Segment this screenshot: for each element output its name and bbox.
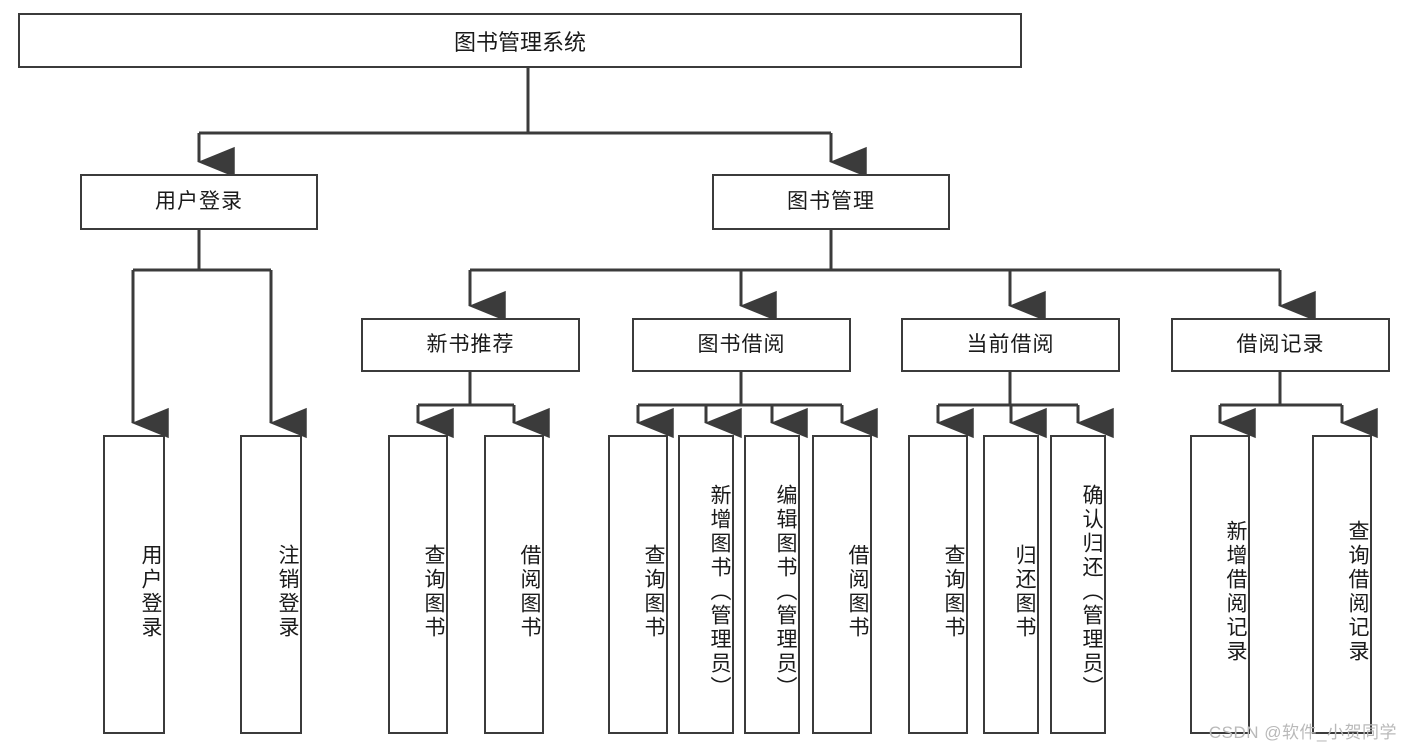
node-borrow-record[interactable]: 借阅记录 [1171,318,1390,372]
node-current-borrow[interactable]: 当前借阅 [901,318,1120,372]
node-leaf-add-book-label: 新增图书（管理员） [708,483,731,700]
watermark: CSDN @软件_小贺同学 [1208,723,1397,742]
node-leaf-borrow-book[interactable]: 借阅图书 [812,435,872,734]
node-leaf-return-book[interactable]: 归还图书 [983,435,1039,734]
node-user-login-label: 用户登录 [155,190,243,214]
node-leaf-query-book[interactable]: 查询图书 [608,435,668,734]
node-book-borrow[interactable]: 图书借阅 [632,318,851,372]
node-leaf-add-book[interactable]: 新增图书（管理员） [678,435,734,734]
node-leaf-borrow-book-rec-label: 借阅图书 [518,543,541,640]
node-leaf-add-record[interactable]: 新增借阅记录 [1190,435,1250,734]
node-leaf-user-login[interactable]: 用户登录 [103,435,165,734]
node-leaf-confirm-return-label: 确认归还（管理员） [1080,483,1103,700]
node-leaf-query-record[interactable]: 查询借阅记录 [1312,435,1372,734]
node-leaf-query-book-rec-label: 查询图书 [422,543,445,640]
node-new-book-rec[interactable]: 新书推荐 [361,318,580,372]
node-leaf-logout-label: 注销登录 [276,543,299,640]
node-leaf-edit-book-label: 编辑图书（管理员） [774,483,797,700]
node-leaf-query-book-rec[interactable]: 查询图书 [388,435,448,734]
node-leaf-return-book-label: 归还图书 [1013,543,1036,640]
node-leaf-edit-book[interactable]: 编辑图书（管理员） [744,435,800,734]
node-leaf-query-book-cur[interactable]: 查询图书 [908,435,968,734]
node-leaf-query-book-label: 查询图书 [642,543,665,640]
node-root[interactable]: 图书管理系统 [18,13,1022,68]
node-book-borrow-label: 图书借阅 [697,333,786,357]
node-leaf-borrow-book-rec[interactable]: 借阅图书 [484,435,544,734]
node-leaf-query-book-cur-label: 查询图书 [942,543,965,640]
node-leaf-add-record-label: 新增借阅记录 [1224,519,1247,664]
node-book-manage[interactable]: 图书管理 [712,174,950,230]
node-book-manage-label: 图书管理 [787,190,875,214]
node-root-label: 图书管理系统 [453,29,586,55]
node-current-borrow-label: 当前借阅 [966,333,1055,357]
node-leaf-query-record-label: 查询借阅记录 [1346,519,1369,664]
node-user-login[interactable]: 用户登录 [80,174,318,230]
node-borrow-record-label: 借阅记录 [1236,333,1325,357]
node-leaf-borrow-book-label: 借阅图书 [846,543,869,640]
node-new-book-rec-label: 新书推荐 [426,333,515,357]
node-leaf-confirm-return[interactable]: 确认归还（管理员） [1050,435,1106,734]
node-leaf-user-login-label: 用户登录 [139,543,162,640]
node-leaf-logout[interactable]: 注销登录 [240,435,302,734]
